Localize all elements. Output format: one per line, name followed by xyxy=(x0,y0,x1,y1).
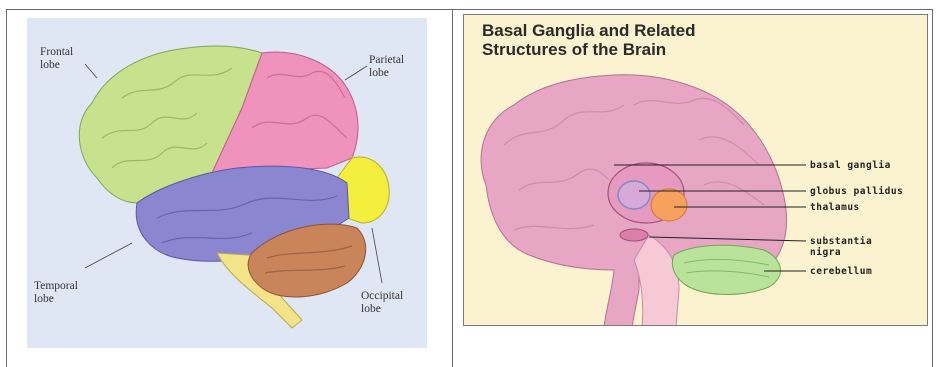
substantia-nigra-label: substantia nigra xyxy=(810,236,872,258)
thalamus-label: thalamus xyxy=(810,202,860,213)
globus-pallidus-label: globus pallidus xyxy=(810,186,903,197)
cerebellum-label: cerebellum xyxy=(810,266,872,277)
table-column-divider xyxy=(452,9,453,367)
basal-ganglia-diagram: Basal Ganglia and Related Structures of … xyxy=(463,14,928,326)
brain-lobes-diagram: Frontal lobe Parietal lobe Temporal lobe… xyxy=(27,18,427,348)
parietal-lobe-label: Parietal lobe xyxy=(369,54,404,80)
occipital-lobe-label: Occipital lobe xyxy=(361,290,403,316)
substantia-nigra-shape xyxy=(620,229,648,241)
table-right-border xyxy=(932,9,933,367)
basal-ganglia-label: basal ganglia xyxy=(810,160,891,171)
frontal-lobe-label: Frontal lobe xyxy=(40,46,73,72)
table-left-border xyxy=(6,9,7,367)
globus-pallidus-shape xyxy=(618,181,650,209)
temporal-lobe-label: Temporal lobe xyxy=(34,280,78,306)
cerebellum-shape xyxy=(672,245,780,294)
thalamus-shape xyxy=(651,189,687,221)
table-top-border xyxy=(6,9,933,10)
